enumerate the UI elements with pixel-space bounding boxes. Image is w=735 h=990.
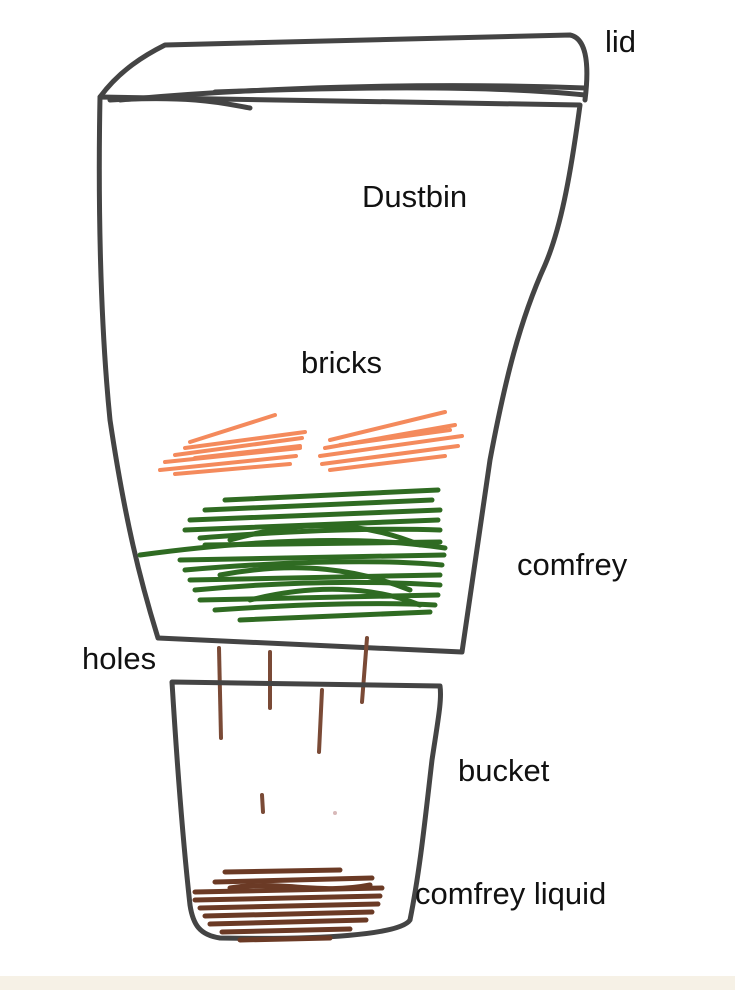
comfrey-liquid-label: comfrey liquid xyxy=(415,876,607,911)
bucket-body xyxy=(169,679,443,941)
holes-drips xyxy=(217,636,369,814)
lid-label: lid xyxy=(605,24,637,59)
dustbin-label: Dustbin xyxy=(362,179,468,214)
comfrey-label: comfrey xyxy=(517,547,628,582)
bricks-scribble xyxy=(158,410,464,476)
holes-label: holes xyxy=(82,641,157,676)
comfrey-liquid-scribble xyxy=(192,867,385,943)
bricks-label: bricks xyxy=(301,345,382,380)
dustbin-body xyxy=(96,94,583,655)
bottom-edge-strip xyxy=(0,976,735,990)
comfrey-scribble xyxy=(137,487,448,623)
holes-dot xyxy=(333,811,337,815)
bucket-label: bucket xyxy=(458,753,550,788)
